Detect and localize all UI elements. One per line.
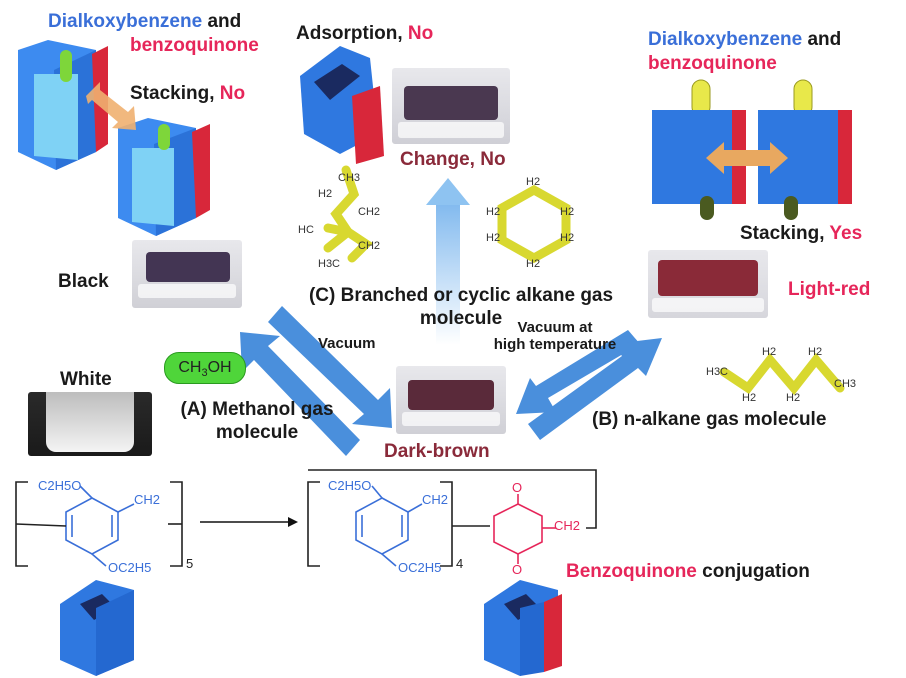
change-label: Change, No	[400, 149, 506, 171]
vacuum-high-line1: Vacuum at	[517, 319, 593, 336]
conj-rest: conjugation	[696, 561, 810, 582]
pillar-unit-topleft-1	[18, 40, 108, 170]
h2-nalkane-2: H2	[808, 346, 823, 358]
pillar-unit-topcenter	[300, 46, 384, 164]
h3c-nalkane: H3C	[706, 366, 729, 378]
photo-change-no	[392, 68, 510, 144]
h2-nalkane-3: H2	[786, 392, 801, 404]
adsorption-label: Adsorption, No	[296, 23, 434, 45]
black-label: Black	[58, 271, 109, 292]
ch2-right: CH2	[422, 492, 449, 507]
pathway-c-line2: molecule	[419, 307, 503, 329]
c2h5o-left: C2H5O	[38, 478, 82, 493]
pillar-unit-topleft-2	[118, 118, 210, 236]
ch2-branched: CH2	[358, 206, 381, 218]
h2-cyclic-3: H2	[486, 232, 501, 244]
h2-cyclic-bottom: H2	[526, 258, 541, 270]
dark-brown-label: Dark-brown	[384, 441, 490, 462]
pathway-a-line2: molecule	[215, 421, 299, 443]
adsorption-value: No	[407, 23, 434, 44]
o-bottom: O	[512, 562, 523, 577]
pathway-c-label: (C) Branched or cyclic alkane gas molecu…	[266, 285, 656, 330]
stacking-label: Stacking,	[130, 83, 215, 104]
arrow-to-change-no	[426, 178, 470, 345]
photo-light-red	[648, 250, 768, 318]
pathway-a-label: (A) Methanol gas molecule	[162, 399, 352, 444]
photo-white	[28, 392, 152, 456]
vacuum-high-line2: high temperature	[493, 335, 617, 353]
n5-label: 5	[186, 556, 194, 571]
topleft-title: Dialkoxybenzene and	[48, 11, 242, 33]
vacuum-label: Vacuum	[318, 335, 376, 352]
topright-title: Dialkoxybenzene and	[648, 29, 842, 51]
methanol-chip: CH3OH	[164, 352, 246, 384]
h2-nalkane-4: H2	[742, 392, 757, 404]
stacking-label-right: Stacking,	[740, 223, 825, 244]
cyclic-alkane-molecule	[497, 184, 571, 264]
pillar-unit-topright-1	[652, 79, 746, 220]
topright-stacking: Stacking, Yes	[740, 223, 863, 245]
benzoquinone-structure	[307, 469, 597, 567]
arrow-alkane-out	[528, 338, 662, 440]
topleft-benzoquinone: benzoquinone	[130, 35, 259, 56]
double-arrow-topleft	[86, 82, 136, 130]
ch2-left: CH2	[134, 492, 161, 507]
h2-cyclic-1: H2	[486, 206, 501, 218]
ch2-quinone: CH2	[554, 518, 581, 533]
conj-red: Benzoquinone	[566, 561, 697, 582]
pathway-c-line1: (C) Branched or cyclic alkane gas	[308, 285, 614, 306]
pillararene-structure	[15, 481, 183, 567]
stacking-value: No	[219, 83, 246, 104]
h2-nalkane-1: H2	[762, 346, 777, 358]
h2-cyclic-top: H2	[526, 176, 541, 188]
h2c-branched: H2	[318, 188, 333, 200]
h3c-branched: H3C	[318, 258, 341, 270]
arrow-methanol-out	[268, 306, 392, 428]
pillar-unit-bottom-right	[484, 580, 562, 676]
o-top: O	[512, 480, 523, 495]
and-label: and	[202, 11, 242, 32]
n4-label: 4	[456, 556, 464, 571]
photo-dark-brown	[396, 366, 506, 434]
reaction-arrow	[200, 517, 298, 527]
adsorption-text: Adsorption,	[296, 23, 403, 44]
oc2h5-left: OC2H5	[108, 560, 152, 575]
light-red-label: Light-red	[788, 279, 871, 300]
h2-cyclic-2: H2	[560, 206, 575, 218]
pillar-unit-bottom-left	[60, 580, 134, 676]
ch3-nalkane: CH3	[834, 378, 857, 390]
white-label: White	[60, 369, 112, 390]
change-value: No	[480, 149, 506, 170]
double-arrow-topright	[706, 142, 788, 174]
h2-cyclic-4: H2	[560, 232, 575, 244]
n-alkane-molecule	[719, 352, 845, 396]
arrow-methanol-in	[240, 332, 360, 456]
ch2-branched-2: CH2	[358, 240, 381, 252]
stacking-value-right: Yes	[829, 223, 863, 244]
topright-benzoquinone: benzoquinone	[648, 53, 777, 74]
vacuum-high-temp-label: Vacuum at high temperature	[480, 319, 630, 353]
and-label-right: and	[802, 29, 842, 50]
oc2h5-right: OC2H5	[398, 560, 442, 575]
arrow-alkane-in	[516, 330, 640, 414]
pathway-a-line1: (A) Methanol gas	[180, 399, 334, 420]
pathway-b-label: (B) n-alkane gas molecule	[592, 409, 827, 430]
benzoquinone-conjugation-label: Benzoquinone conjugation	[566, 561, 810, 583]
dialkoxybenzene-label: Dialkoxybenzene	[48, 11, 203, 32]
change-text: Change,	[400, 149, 475, 170]
photo-black	[132, 240, 242, 308]
ch3-branched: CH3	[338, 172, 361, 184]
dialkoxybenzene-label-right: Dialkoxybenzene	[648, 29, 803, 50]
hc-branched: HC	[298, 224, 314, 236]
branched-alkane-molecule	[323, 165, 374, 263]
topleft-stacking: Stacking, No	[130, 83, 246, 105]
c2h5o-right: C2H5O	[328, 478, 372, 493]
